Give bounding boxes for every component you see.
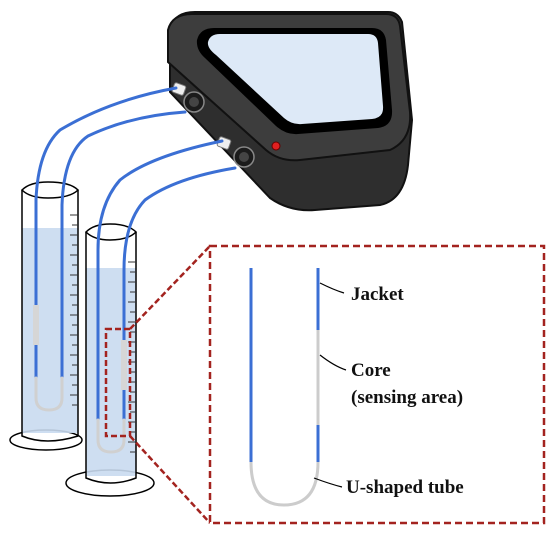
- device-screen: [207, 34, 384, 125]
- zoom-indicator: [104, 244, 546, 525]
- fiber-2-u: [96, 418, 126, 454]
- zoom-line-bottom: [129, 435, 211, 524]
- fiber-1a: [34, 86, 178, 380]
- jacket-leader: [319, 282, 345, 294]
- port-1: [171, 82, 205, 113]
- jacket-label: Jacket: [351, 284, 404, 305]
- indicator-light: [271, 141, 281, 151]
- zoom-detail-box: [208, 244, 546, 525]
- u-tube-label: U-shaped tube: [346, 477, 464, 498]
- zoom-line-top: [129, 245, 211, 330]
- u-shaped-fiber-detail: [249, 268, 347, 507]
- fiber-1b: [60, 110, 187, 380]
- core-leader: [319, 354, 347, 371]
- interrogator-device: [167, 11, 414, 212]
- core-sublabel: (sensing area): [351, 387, 463, 408]
- fiber-2a: [96, 139, 224, 422]
- fiber-1-u: [34, 376, 64, 412]
- detail-u-bend: [249, 461, 320, 507]
- fiber-2b: [122, 166, 237, 422]
- cylinder-1-scale: [70, 214, 78, 406]
- port-2: [216, 136, 255, 168]
- core-label: Core: [351, 360, 391, 381]
- fiber-1-core: [33, 305, 39, 345]
- u-tube-leader: [313, 477, 343, 488]
- fiber-2-core: [121, 340, 127, 390]
- graduated-cylinder-2: [65, 223, 155, 497]
- zoom-source-box: [104, 327, 132, 438]
- optical-fibers: [33, 86, 237, 454]
